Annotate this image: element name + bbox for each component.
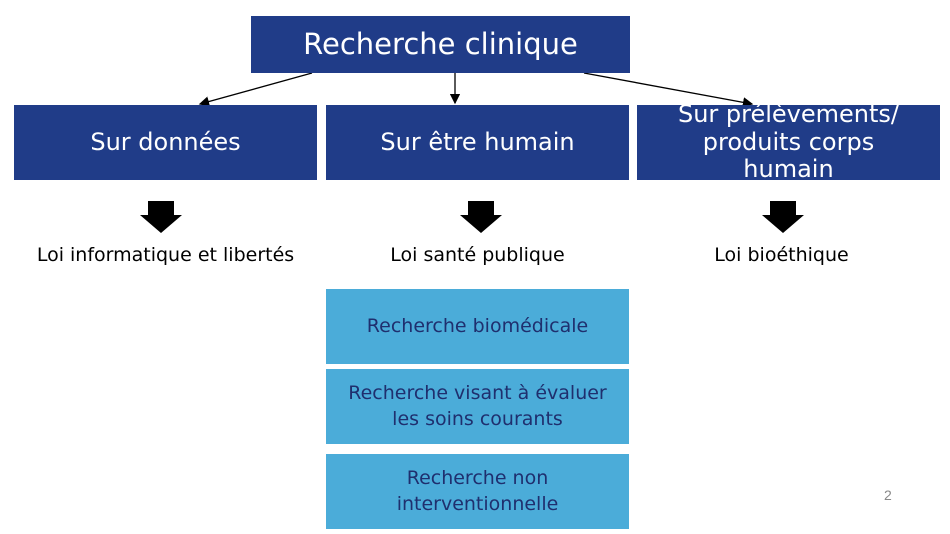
research-label: Recherche biomédicale bbox=[366, 314, 589, 337]
connector-to-sur-donnees bbox=[198, 72, 313, 107]
law-label-bioethique: Loi bioéthique bbox=[714, 244, 849, 266]
research-box-biomedicale: Recherche biomédicale bbox=[326, 289, 629, 364]
category-label: Sur prélèvements/ produits corps humain bbox=[677, 100, 900, 184]
research-box-non-interventionnelle: Recherche non interventionnelle bbox=[326, 454, 629, 529]
law-label-informatique: Loi informatique et libertés bbox=[36, 244, 295, 266]
category-box-sur-etre-humain: Sur être humain bbox=[326, 105, 629, 180]
down-arrow-icon bbox=[460, 201, 502, 233]
down-arrow-icon bbox=[762, 201, 804, 233]
root-label: Recherche clinique bbox=[303, 26, 578, 61]
down-arrow-icon bbox=[140, 201, 182, 233]
page-number: 2 bbox=[884, 487, 892, 503]
root-box: Recherche clinique bbox=[251, 16, 630, 73]
law-label-sante-publique: Loi santé publique bbox=[390, 244, 565, 266]
research-label: Recherche non interventionnelle bbox=[396, 466, 559, 515]
category-box-sur-donnees: Sur données bbox=[14, 105, 317, 180]
category-box-sur-prelevements: Sur prélèvements/ produits corps humain bbox=[637, 100, 940, 183]
category-label: Sur données bbox=[90, 127, 241, 156]
connector-to-sur-prelevements bbox=[583, 72, 754, 108]
category-label: Sur être humain bbox=[380, 127, 575, 156]
research-label: Recherche visant à évaluer les soins cou… bbox=[348, 381, 607, 430]
research-box-soins-courants: Recherche visant à évaluer les soins cou… bbox=[326, 369, 629, 444]
